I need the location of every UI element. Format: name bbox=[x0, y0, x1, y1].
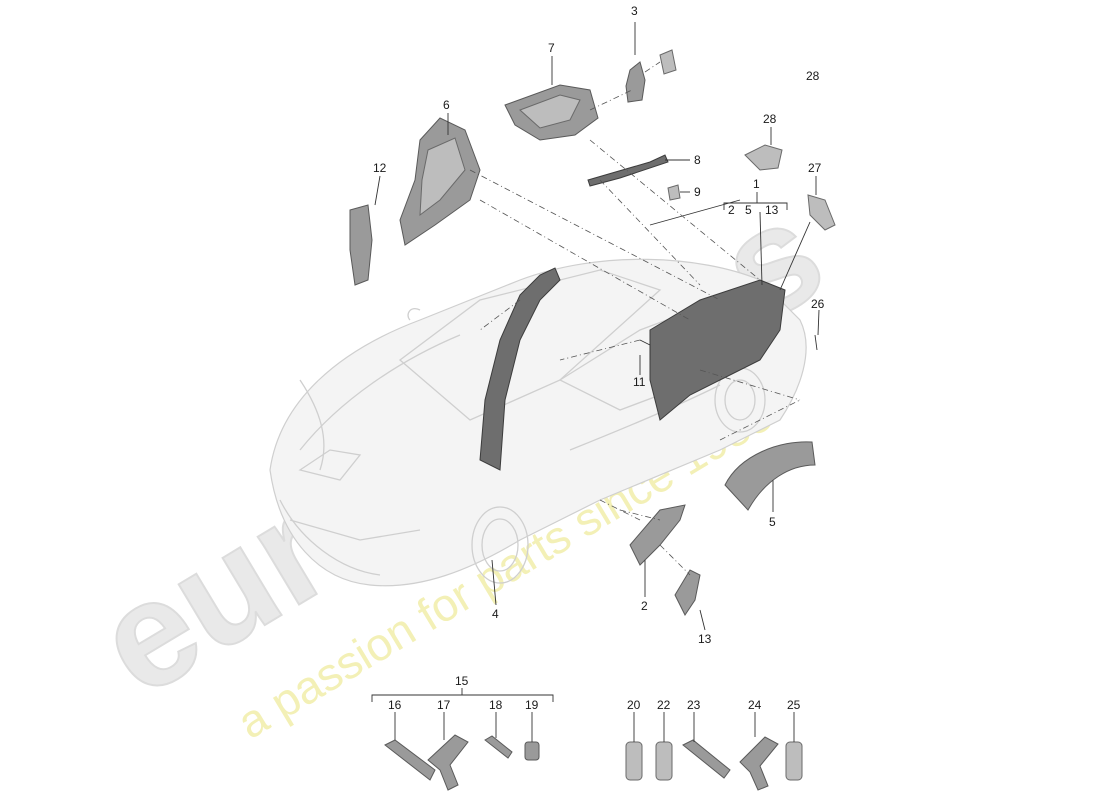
callout-group1-2: 2 bbox=[728, 203, 735, 217]
part-18-nozzle bbox=[484, 735, 513, 759]
part-20-cartridge bbox=[625, 741, 643, 781]
callout-6: 6 bbox=[443, 98, 450, 112]
part-26-pin bbox=[814, 334, 818, 351]
part-5-wheel-arch bbox=[724, 441, 816, 511]
callout-28-part: 28 bbox=[763, 112, 777, 126]
callout-7: 7 bbox=[548, 41, 555, 55]
callout-27: 27 bbox=[808, 161, 822, 175]
consumables bbox=[384, 734, 803, 791]
part-17-gun bbox=[427, 734, 469, 791]
part-9-clip bbox=[667, 184, 681, 201]
dashed-reference-lines bbox=[469, 61, 801, 576]
callout-26: 26 bbox=[811, 297, 825, 311]
callout-24: 24 bbox=[748, 698, 762, 712]
part-8-strip bbox=[587, 154, 669, 187]
part-12-trim bbox=[349, 204, 373, 286]
callout-group1-13: 13 bbox=[765, 203, 779, 217]
part-7-panel bbox=[504, 84, 599, 141]
callout-labels: 3 7 28 6 28 8 12 27 1 9 2 5 13 26 11 5 2… bbox=[373, 4, 825, 712]
callout-22: 22 bbox=[657, 698, 671, 712]
callout-16: 16 bbox=[388, 698, 402, 712]
part-11-clip bbox=[639, 339, 651, 360]
callout-12: 12 bbox=[373, 161, 387, 175]
callout-19: 19 bbox=[525, 698, 539, 712]
callout-8: 8 bbox=[694, 153, 701, 167]
callout-20: 20 bbox=[627, 698, 641, 712]
callout-group1-5: 5 bbox=[745, 203, 752, 217]
callout-15: 15 bbox=[455, 674, 469, 688]
callout-28-top: 28 bbox=[806, 69, 820, 83]
callout-17: 17 bbox=[437, 698, 451, 712]
callout-13: 13 bbox=[698, 632, 712, 646]
callout-11: 11 bbox=[633, 375, 646, 389]
part-28-cover bbox=[744, 144, 783, 171]
callout-18: 18 bbox=[489, 698, 503, 712]
leader-lines bbox=[371, 22, 820, 742]
part-3-bracket bbox=[625, 49, 677, 103]
part-22-cartridge bbox=[655, 741, 673, 781]
part-13-bracket bbox=[674, 569, 701, 616]
callout-25: 25 bbox=[787, 698, 801, 712]
callout-5: 5 bbox=[769, 515, 776, 529]
part-25-cartridge bbox=[785, 741, 803, 781]
part-24-gun bbox=[739, 736, 779, 791]
part-6-pillar-trim bbox=[399, 117, 481, 246]
callout-23: 23 bbox=[687, 698, 701, 712]
callout-9: 9 bbox=[694, 185, 701, 199]
part-19-cap bbox=[524, 741, 540, 761]
part-1-side-panel bbox=[649, 279, 786, 421]
part-2-bracket bbox=[629, 504, 686, 566]
part-27-bracket bbox=[807, 194, 836, 231]
part-4-a-pillar bbox=[479, 267, 561, 471]
part-23-tube bbox=[682, 739, 731, 779]
callout-4: 4 bbox=[492, 607, 499, 621]
part-16-tube bbox=[384, 739, 436, 781]
callout-2: 2 bbox=[641, 599, 648, 613]
callout-1: 1 bbox=[753, 177, 760, 191]
callout-3: 3 bbox=[631, 4, 638, 18]
